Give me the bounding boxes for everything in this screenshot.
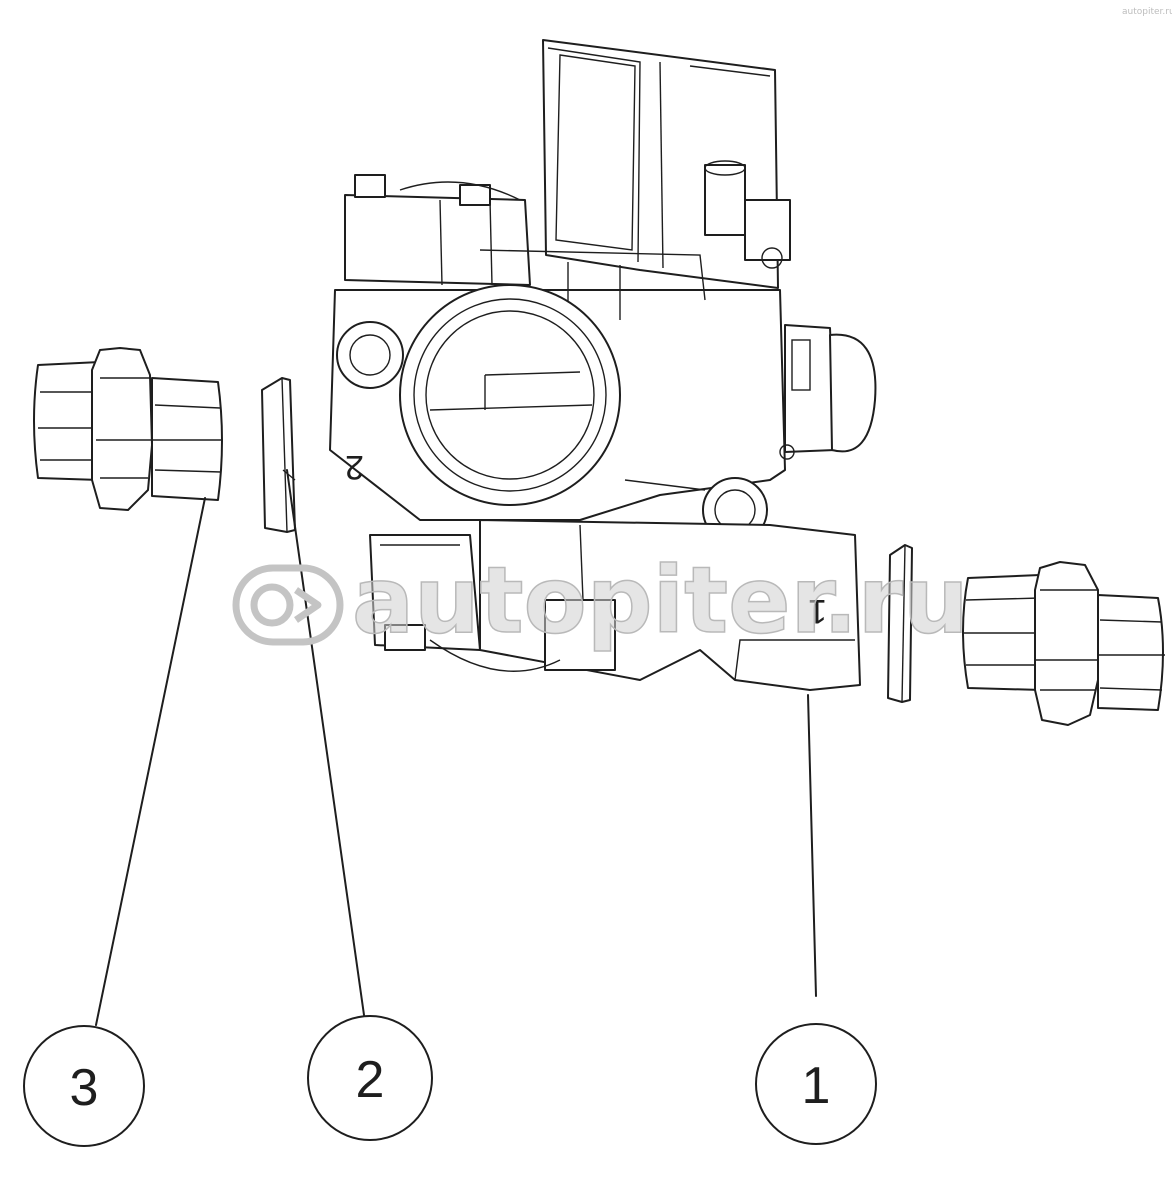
watermark-corner-text: autopiter.ru [1122,7,1172,17]
watermark-logo-icon [232,564,344,646]
callout-3-label: 3 [70,1059,99,1117]
leader-lines [95,469,817,1026]
seal-ring-right [887,544,913,703]
callout-1: 1 [755,1023,877,1145]
callout-2-label: 2 [356,1051,385,1109]
seal-ring-left [261,377,296,533]
callout-1-label: 1 [802,1057,831,1115]
callout-2: 2 [307,1015,433,1141]
fitting-right [962,561,1165,726]
port-1-mark: 1 [808,592,827,630]
port-2-mark: 2 [345,448,364,486]
watermark: autopiter.ru autopiter.ru [232,7,1172,655]
valve-body: 2 1 [329,39,877,691]
fitting-left [33,347,223,511]
watermark-text: autopiter.ru [352,547,969,654]
callout-3: 3 [23,1025,145,1147]
